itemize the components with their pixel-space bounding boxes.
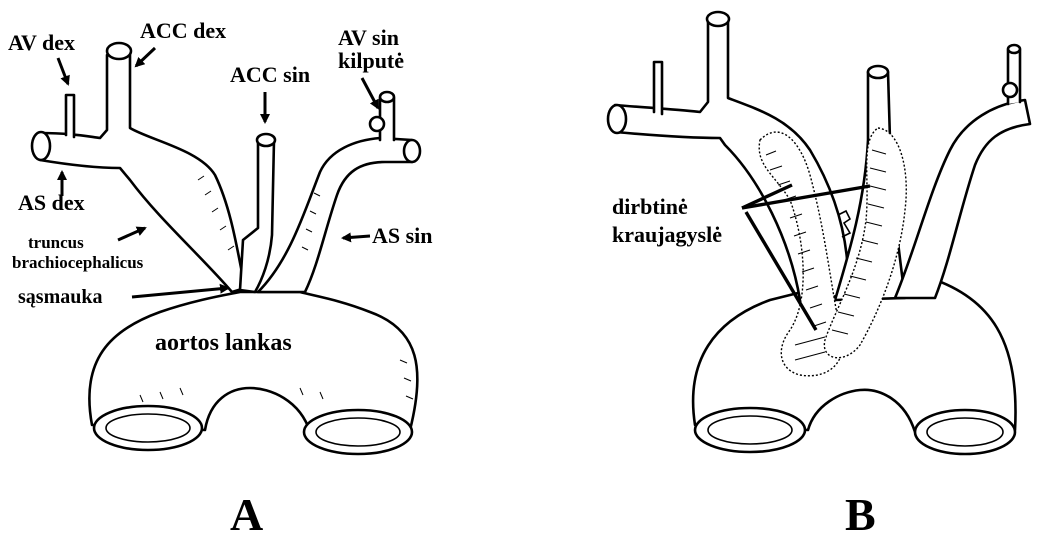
as-sin-vessel <box>258 138 412 292</box>
label-acc-dex: ACC dex <box>140 18 226 43</box>
panel-a: AV dex ACC dex ACC sin AV sin kilputė AS… <box>8 18 433 535</box>
arrow-av-dex <box>58 58 68 84</box>
as-sin-b <box>895 100 1030 298</box>
label-dirbtine: dirbtinė <box>612 194 688 219</box>
label-kraujagysle: kraujagyslė <box>612 222 722 247</box>
panel-b: dirbtinė kraujagyslė B <box>608 12 1030 535</box>
label-brachiocephalicus: brachiocephalicus <box>12 253 144 272</box>
arrow-av-sin <box>362 78 378 108</box>
label-aortos-lankas: aortos lankas <box>155 330 292 356</box>
label-acc-sin: ACC sin <box>230 62 310 87</box>
arrow-sasmauka <box>132 288 228 297</box>
arrow-acc-dex <box>136 48 155 66</box>
panel-a-letter: A <box>230 489 263 535</box>
label-as-dex: AS dex <box>18 190 85 215</box>
arch-b-left-opening <box>695 408 805 452</box>
label-av-dex: AV dex <box>8 30 75 55</box>
label-as-sin: AS sin <box>372 223 433 248</box>
av-dex-vessel <box>66 95 74 137</box>
label-av-sin: AV sin <box>338 25 399 50</box>
arch-left-opening <box>94 406 202 450</box>
label-kilpute: kilputė <box>338 48 404 73</box>
arrow-as-sin <box>343 236 370 238</box>
arch-b-right-opening <box>915 410 1015 454</box>
arch-right-opening <box>304 410 412 454</box>
arrow-truncus <box>118 228 145 240</box>
panel-b-letter: B <box>845 489 876 535</box>
label-truncus: truncus <box>28 233 84 252</box>
acc-sin-vessel <box>240 140 274 292</box>
label-sasmauka: sąsmauka <box>18 286 102 308</box>
